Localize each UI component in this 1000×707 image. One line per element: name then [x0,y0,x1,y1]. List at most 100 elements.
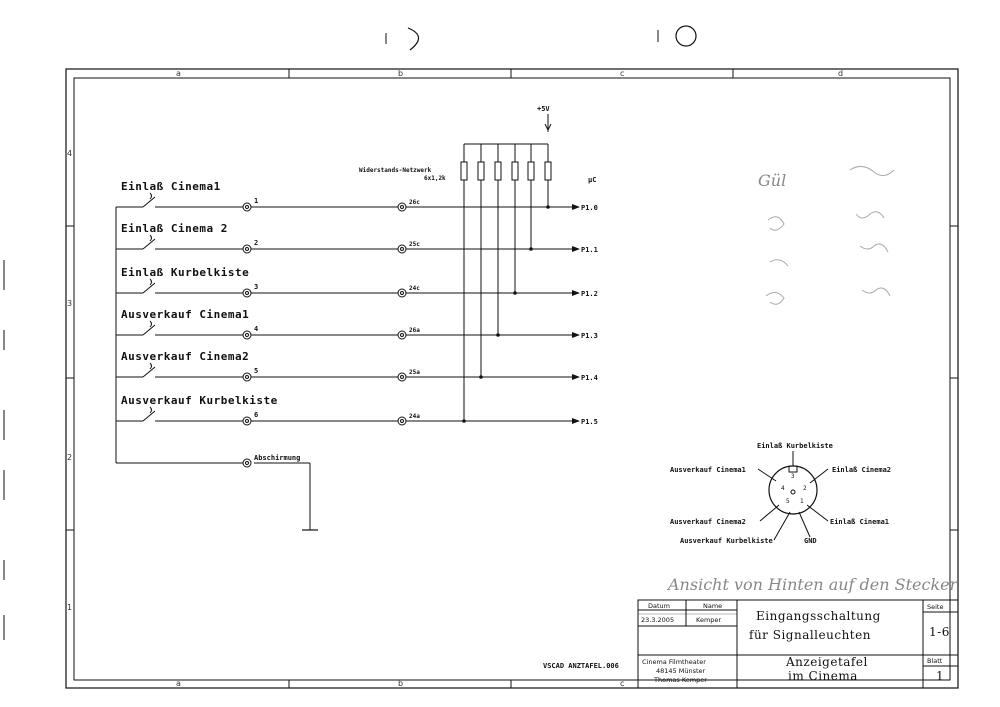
grid-col-d: d [838,69,843,78]
grid-labels: a b c d a b c 4 3 2 1 [67,69,843,688]
terminal-dot [245,247,249,251]
plug-label-right-bottom: Einlaß Cinema1 [830,518,889,526]
port-label: P1.2 [581,290,598,298]
tb-title-line1: Eingangsschaltung [756,609,881,623]
connector-dot [400,419,404,423]
grid-col-a: a [176,69,181,78]
switch-label: Ausverkauf Kurbelkiste [121,394,278,407]
port-label: P1.5 [581,418,598,426]
terminal-dot [245,419,249,423]
tb-sheet-header: Blatt [927,657,943,665]
switch-symbol [142,320,156,336]
port-label: P1.4 [581,374,598,382]
plug-label-left-bottom: Ausverkauf Cinema2 [670,518,746,526]
terminal-dot [245,375,249,379]
tb-date-header: Datum [648,602,670,610]
shield-label: Abschirmung [254,454,300,462]
plug-label-left-top: Ausverkauf Cinema1 [670,466,746,474]
grid-col-a-bottom: a [176,679,181,688]
connector-pin: 26a [409,327,420,334]
network-value: 6x1,2k [424,175,446,182]
arrow-icon [572,290,580,296]
connector-dot [400,205,404,209]
pin-number: 4 [254,325,258,333]
handwritten-notes: Gül Ansicht von Hinten auf den Stecker [666,166,959,594]
tb-title-line2: für Signalleuchten [749,628,871,642]
connector-pin: 24a [409,413,420,420]
terminal-dot [245,333,249,337]
connector-dot [400,247,404,251]
connector-terminal [397,372,407,382]
connector-pin: 24c [409,285,420,292]
arrow-icon [572,374,580,380]
connector-dot [400,291,404,295]
terminal [242,288,252,298]
tb-company-2: 48145 Münster [656,667,706,675]
mcu-label: µC [588,176,596,184]
switch-label: Einlaß Kurbelkiste [121,266,249,279]
pin-number: 1 [254,197,258,205]
switch-label: Ausverkauf Cinema2 [121,350,249,363]
terminal [242,330,252,340]
connector-pin: 25c [409,241,420,248]
terminal-dot [245,205,249,209]
tb-page: 1-6 [929,625,950,639]
tb-sheet: 1 [936,669,944,683]
terminal [242,416,252,426]
switch-symbol [142,192,156,208]
title-block: Datum Name 23.3.2005 Kemper Eingangsscha… [543,599,959,689]
grid-col-b-bottom: b [398,679,403,688]
tb-filename: VSCAD ANZTAFEL.006 [543,662,619,670]
switch-symbol [142,406,156,422]
plug-pin-2: 2 [803,485,807,492]
pin-number: 2 [254,239,258,247]
tb-subtitle-2: im Cinema [788,669,858,683]
plug-pin-4: 4 [781,485,785,492]
grid-row-1: 1 [67,603,72,612]
grid-row-4: 4 [67,149,72,158]
tb-page-header: Seite [927,603,943,611]
switch-label: Ausverkauf Cinema1 [121,308,249,321]
network-label: Widerstands-Netzwerk [359,167,432,174]
switch-symbol [142,278,156,294]
grid-col-b: b [398,69,403,78]
pin-number: 6 [254,411,258,419]
plug-pin-5: 5 [786,498,790,505]
supply-voltage-label: +5V [537,105,550,113]
pin-number: 3 [254,283,258,291]
switch-label: Einlaß Cinema 2 [121,222,228,235]
switch-label: Einlaß Cinema1 [121,180,221,193]
connector-terminal [397,244,407,254]
tb-company-1: Cinema Filmtheater [642,658,706,666]
plug-label-right-top: Einlaß Cinema2 [832,466,891,474]
tb-subtitle-1: Anzeigetafel [785,655,868,669]
port-label: P1.3 [581,332,598,340]
switch-symbol [142,362,156,378]
grid-row-2: 2 [67,453,72,462]
plug-pin-3: 3 [791,473,795,480]
punch-holes [3,25,697,640]
resistor-network: +5V Widerstands-Netzwerk 6x1,2k µC [359,105,596,423]
terminal-dot [245,291,249,295]
connector-terminal [397,288,407,298]
port-label: P1.1 [581,246,598,254]
connector-terminal [397,330,407,340]
port-label: P1.0 [581,204,598,212]
grid-col-c: c [620,69,624,78]
plug-label-top: Einlaß Kurbelkiste [757,442,833,450]
resistors [460,144,552,181]
plug-label-bottom-left: Ausverkauf Kurbelkiste [680,537,773,545]
tb-name-header: Name [703,602,722,610]
connector-pin: 26c [409,199,420,206]
arrow-icon [572,246,580,252]
arrow-icon [572,204,580,210]
terminal [242,202,252,212]
arrow-icon [572,418,580,424]
drawing-frame [65,68,959,689]
